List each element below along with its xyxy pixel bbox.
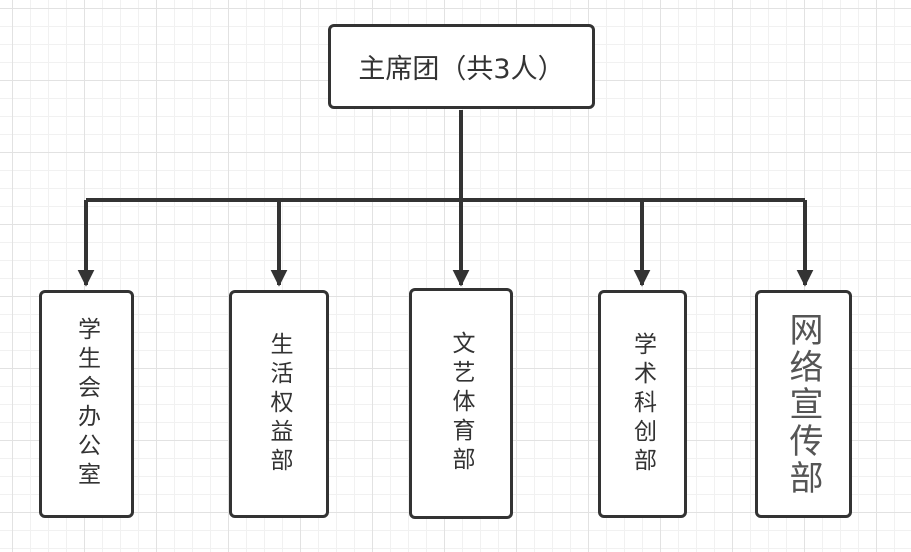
- root-node-presidium: 主席团（共3人）: [328, 24, 595, 109]
- dept-node-student-union-office: 学生会办公室: [39, 290, 134, 518]
- dept-node-life-rights: 生活权益部: [229, 290, 329, 518]
- dept-node-network-publicity: 网络宣传部: [755, 290, 852, 518]
- dept-node-arts-sports: 文艺体育部: [409, 288, 513, 519]
- dept-node-academic-innovation: 学术科创部: [598, 290, 687, 518]
